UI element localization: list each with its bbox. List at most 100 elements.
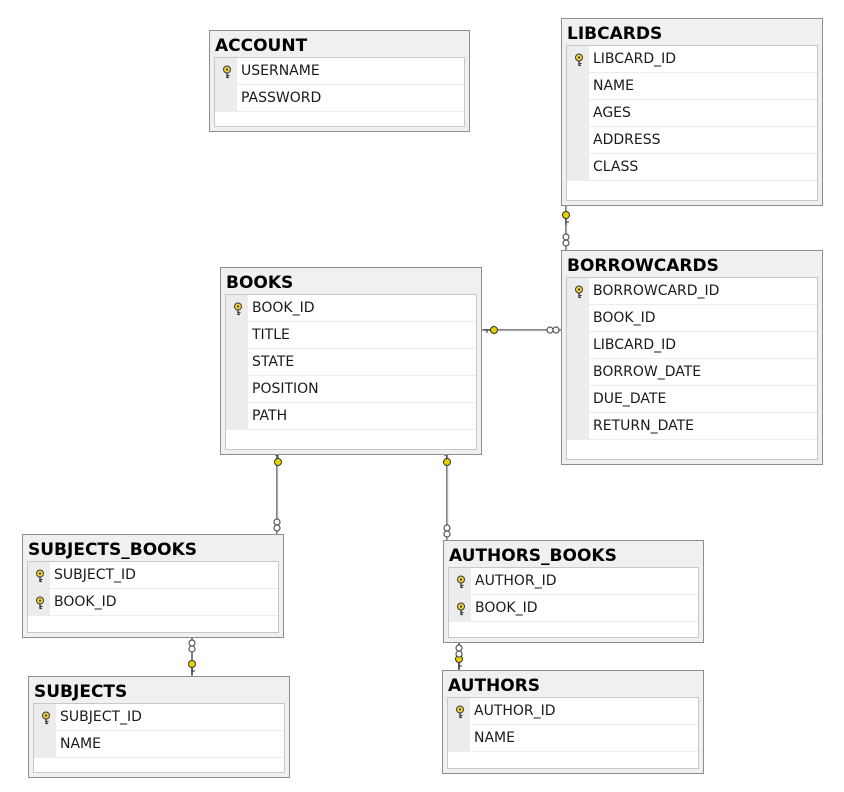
table-authors[interactable]: AUTHORS AUTHOR_ID NAME [442,670,704,774]
column-name: PATH [252,408,288,424]
table-subjects[interactable]: SUBJECTS SUBJECT_ID NAME [28,676,290,778]
row-selector [226,322,248,348]
table-account[interactable]: ACCOUNT USERNAME PASSWORD [209,30,470,132]
column-name: ADDRESS [593,132,661,148]
key-icon [274,452,282,466]
column-name: AGES [593,105,631,121]
column-name: USERNAME [241,63,320,79]
key-icon [484,326,498,334]
table-books[interactable]: BOOKS BOOK_ID TITLE STATE POSITION PATH [220,267,482,455]
row-selector [449,595,471,621]
row-selector [567,413,589,439]
column-name: CLASS [593,159,639,175]
column-name: BOOK_ID [252,300,315,316]
row-selector [226,349,248,375]
column-row[interactable]: AUTHOR_ID [449,568,698,595]
column-name: NAME [60,736,101,752]
column-name: PASSWORD [241,90,322,106]
row-selector [28,562,50,588]
column-row[interactable]: RETURN_DATE [567,413,817,440]
column-name: DUE_DATE [593,391,667,407]
row-selector [226,295,248,321]
row-selector [567,46,589,72]
row-selector [226,376,248,402]
column-name: NAME [474,730,515,746]
column-row[interactable]: TITLE [226,322,476,349]
column-list: BORROWCARD_ID BOOK_ID LIBCARD_ID BORROW_DAT… [566,277,818,460]
table-subjects-books[interactable]: SUBJECTS_BOOKS SUBJECT_ID BOOK_ID [22,534,284,638]
row-selector [567,359,589,385]
row-selector [226,403,248,429]
infinity-ends [188,233,570,658]
infinity-icon [455,644,463,658]
column-row[interactable]: CLASS [567,154,817,181]
row-selector [567,73,589,99]
column-name: AUTHOR_ID [474,703,556,719]
column-list: USERNAME PASSWORD [214,57,465,127]
column-row[interactable]: DUE_DATE [567,386,817,413]
column-row[interactable]: USERNAME [215,58,464,85]
table-title: SUBJECTS [34,682,128,702]
column-row[interactable]: STATE [226,349,476,376]
table-borrowcards[interactable]: BORROWCARDS BORROWCARD_ID BOOK_ID LIBCARD_I… [561,250,823,465]
key-icon [188,660,196,674]
row-selector [567,278,589,304]
column-name: SUBJECT_ID [54,567,136,583]
column-name: LIBCARD_ID [593,337,677,353]
column-name: STATE [252,354,295,370]
column-row[interactable]: BOOK_ID [567,305,817,332]
column-row[interactable]: PATH [226,403,476,430]
column-row[interactable]: BORROWCARD_ID [567,278,817,305]
key-icon [562,211,570,225]
column-row[interactable]: PASSWORD [215,85,464,112]
row-selector [567,127,589,153]
row-selector [215,85,237,111]
column-name: NAME [593,78,634,94]
column-name: POSITION [252,381,319,397]
infinity-icon [562,233,570,247]
column-row[interactable]: BOOK_ID [226,295,476,322]
column-list: AUTHOR_ID NAME [447,697,699,769]
row-selector [567,332,589,358]
column-row[interactable]: SUBJECT_ID [34,704,284,731]
infinity-icon [273,518,281,532]
column-row[interactable]: POSITION [226,376,476,403]
table-title: AUTHORS_BOOKS [449,546,617,566]
infinity-icon [443,524,451,538]
table-title: BOOKS [226,273,294,293]
column-row[interactable]: NAME [34,731,284,758]
row-selector [448,698,470,724]
table-title: ACCOUNT [215,36,308,56]
table-title: AUTHORS [448,676,541,696]
row-selector [34,731,56,757]
column-row[interactable]: AUTHOR_ID [448,698,698,725]
column-row[interactable]: LIBCARD_ID [567,46,817,73]
column-row[interactable]: LIBCARD_ID [567,332,817,359]
column-row[interactable]: NAME [448,725,698,752]
column-name: BOOK_ID [54,594,117,610]
column-name: BOOK_ID [593,310,656,326]
row-selector [567,386,589,412]
column-row[interactable]: NAME [567,73,817,100]
column-row[interactable]: ADDRESS [567,127,817,154]
column-row[interactable]: BORROW_DATE [567,359,817,386]
row-selector [448,725,470,751]
table-title: SUBJECTS_BOOKS [28,540,198,560]
column-row[interactable]: SUBJECT_ID [28,562,278,589]
row-selector [567,100,589,126]
column-list: LIBCARD_ID NAME AGES ADDRESS CLASS [566,45,818,201]
column-row[interactable]: AGES [567,100,817,127]
column-name: BORROW_DATE [593,364,702,380]
column-name: SUBJECT_ID [60,709,142,725]
column-name: BORROWCARD_ID [593,283,720,299]
row-selector [567,154,589,180]
row-selector [215,58,237,84]
table-title: BORROWCARDS [567,256,719,276]
column-row[interactable]: BOOK_ID [449,595,698,622]
infinity-icon [188,639,196,653]
column-row[interactable]: BOOK_ID [28,589,278,616]
